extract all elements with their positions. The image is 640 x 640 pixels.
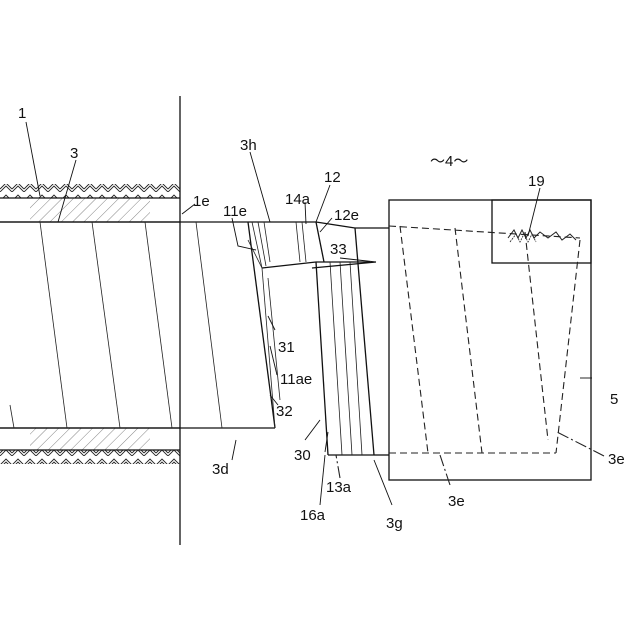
label-3e-bottom: 3e [448,493,465,510]
housing-box [355,200,591,480]
label-19: 19 [528,173,545,190]
pipe-wall-hatch-bottom [30,428,150,450]
label-1e: 1e [193,193,210,210]
label-13a: 13a [326,479,352,496]
label-1: 1 [18,105,26,122]
label-4: ～4～ [430,153,468,170]
label-30: 30 [294,447,311,464]
label-11e: 11e [223,203,247,220]
lining-pipe-body [0,222,275,428]
label-3g: 3g [386,515,403,532]
label-3e-right: 3e [608,451,625,468]
label-31: 31 [278,339,295,356]
label-33: 33 [330,241,347,258]
label-12: 12 [324,169,341,186]
joint-band [248,222,324,268]
housing-outline [389,200,591,480]
label-12e: 12e [334,207,359,224]
label-16a: 16a [300,507,326,524]
label-3: 3 [70,145,78,162]
label-32: 32 [276,403,293,420]
label-11ae: 11ae [280,371,312,388]
label-14a: 14a [285,191,311,208]
soil-band-bottom [0,450,180,464]
label-3h: 3h [240,137,257,154]
component-19-box [492,200,591,263]
reference-labels: 1 3 3h 1e 11e 14a 12 12e 33 ～4～ 19 31 11… [18,105,625,532]
soil-band-top [0,184,180,198]
pipe-wall-hatch-top [30,198,150,222]
label-5: 5 [610,391,618,408]
label-3d: 3d [212,461,229,478]
existing-pipe-bottom [0,428,180,464]
existing-pipe-top [0,184,180,222]
